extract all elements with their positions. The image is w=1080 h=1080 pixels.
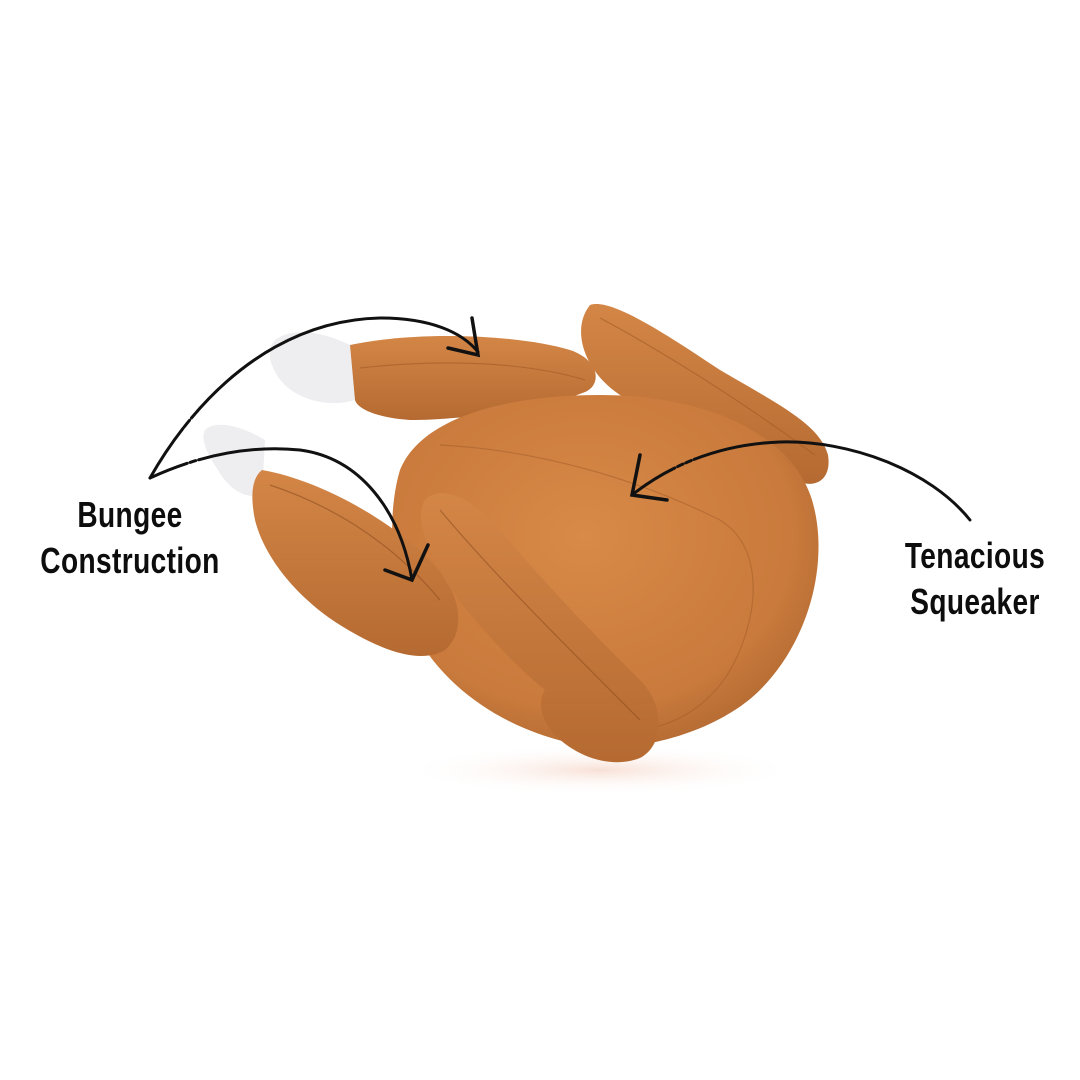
callout-line: Squeaker: [910, 581, 1040, 622]
arrow-to-upper-drumstick: [148, 316, 481, 480]
lower-drumstick: [203, 424, 459, 656]
callout-line: Bungee: [77, 494, 183, 535]
callout-line: Construction: [40, 540, 220, 581]
callout-line: Tenacious: [904, 535, 1046, 576]
callout-bungee-construction: Bungee Construction: [27, 492, 233, 584]
turkey-body: [392, 395, 819, 748]
front-wing: [421, 493, 659, 763]
arrow-to-body: [629, 440, 972, 522]
ground-shadow: [400, 745, 800, 795]
upper-drumstick: [269, 332, 596, 420]
right-wing: [581, 304, 829, 484]
arrow-to-lower-drumstick: [148, 447, 430, 583]
callout-tenacious-squeaker: Tenacious Squeaker: [887, 533, 1063, 625]
